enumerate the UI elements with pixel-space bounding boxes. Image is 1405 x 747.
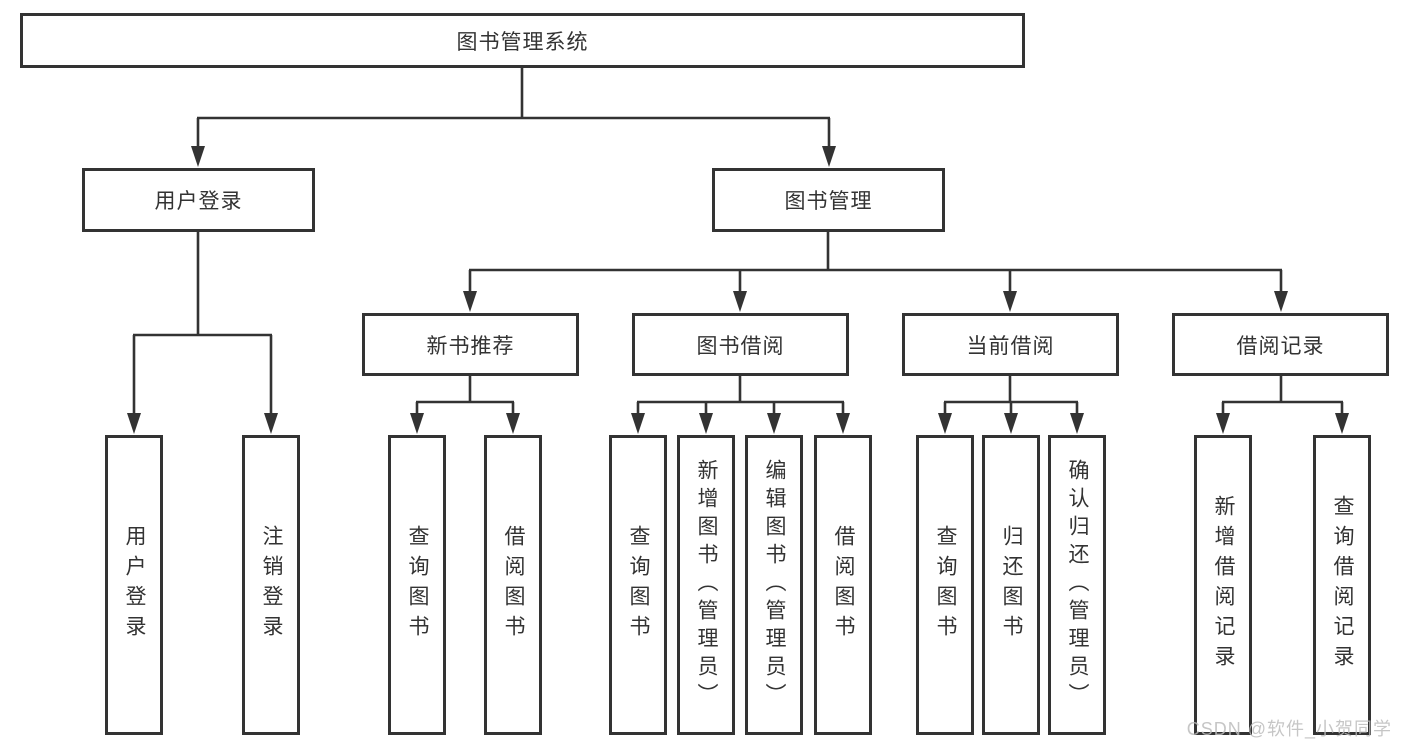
node-borrow-record: 借阅记录 <box>1172 313 1389 376</box>
node-book-borrow: 图书借阅 <box>632 313 849 376</box>
leaf-return-book: 归还图书 <box>982 435 1040 735</box>
leaf-user-login: 用户登录 <box>105 435 163 735</box>
leaf-borrow-book-2: 借阅图书 <box>814 435 872 735</box>
node-book-management: 图书管理 <box>712 168 945 232</box>
node-book-borrow-label: 图书借阅 <box>696 334 785 358</box>
leaf-borrow-book-2-label: 借阅图书 <box>832 525 856 645</box>
connector-new-book-branch <box>410 376 520 434</box>
leaf-add-book-admin-label: 新增图书（管理员） <box>695 459 719 711</box>
leaf-logout: 注销登录 <box>242 435 300 735</box>
connector-root-to-level1 <box>191 68 836 167</box>
leaf-user-login-label: 用户登录 <box>123 525 147 645</box>
leaf-query-book-1: 查询图书 <box>388 435 446 735</box>
node-current-borrow: 当前借阅 <box>902 313 1119 376</box>
leaf-query-book-1-label: 查询图书 <box>406 525 430 645</box>
node-book-management-label: 图书管理 <box>784 190 873 213</box>
node-borrow-record-label: 借阅记录 <box>1236 334 1325 358</box>
node-root-system: 图书管理系统 <box>20 13 1025 68</box>
node-user-login: 用户登录 <box>82 168 315 232</box>
connector-current-borrow-branch <box>938 376 1084 434</box>
leaf-return-book-label: 归还图书 <box>1000 525 1024 645</box>
leaf-query-borrow-record: 查询借阅记录 <box>1313 435 1371 735</box>
leaf-query-book-3-label: 查询图书 <box>934 525 958 645</box>
leaf-confirm-return-admin-label: 确认归还（管理员） <box>1066 459 1090 711</box>
leaf-query-book-2: 查询图书 <box>609 435 667 735</box>
leaf-add-book-admin: 新增图书（管理员） <box>677 435 735 735</box>
connector-book-management-branch <box>463 232 1288 312</box>
leaf-query-borrow-record-label: 查询借阅记录 <box>1331 495 1355 675</box>
leaf-query-book-3: 查询图书 <box>916 435 974 735</box>
connector-borrow-record-branch <box>1216 376 1349 434</box>
leaf-edit-book-admin-label: 编辑图书（管理员） <box>763 459 787 711</box>
leaf-logout-label: 注销登录 <box>260 525 284 645</box>
node-user-login-label: 用户登录 <box>154 190 243 213</box>
leaf-edit-book-admin: 编辑图书（管理员） <box>745 435 803 735</box>
leaf-add-borrow-record: 新增借阅记录 <box>1194 435 1252 735</box>
leaf-add-borrow-record-label: 新增借阅记录 <box>1212 495 1236 675</box>
node-new-book-recommend: 新书推荐 <box>362 313 579 376</box>
leaf-confirm-return-admin: 确认归还（管理员） <box>1048 435 1106 735</box>
connector-user-login-branch <box>127 232 278 434</box>
leaf-borrow-book-1: 借阅图书 <box>484 435 542 735</box>
leaf-query-book-2-label: 查询图书 <box>627 525 651 645</box>
connector-book-borrow-branch <box>631 376 850 434</box>
leaf-borrow-book-1-label: 借阅图书 <box>502 525 526 645</box>
node-current-borrow-label: 当前借阅 <box>966 334 1055 358</box>
node-new-book-recommend-label: 新书推荐 <box>426 334 515 358</box>
node-root-system-label: 图书管理系统 <box>456 30 589 54</box>
